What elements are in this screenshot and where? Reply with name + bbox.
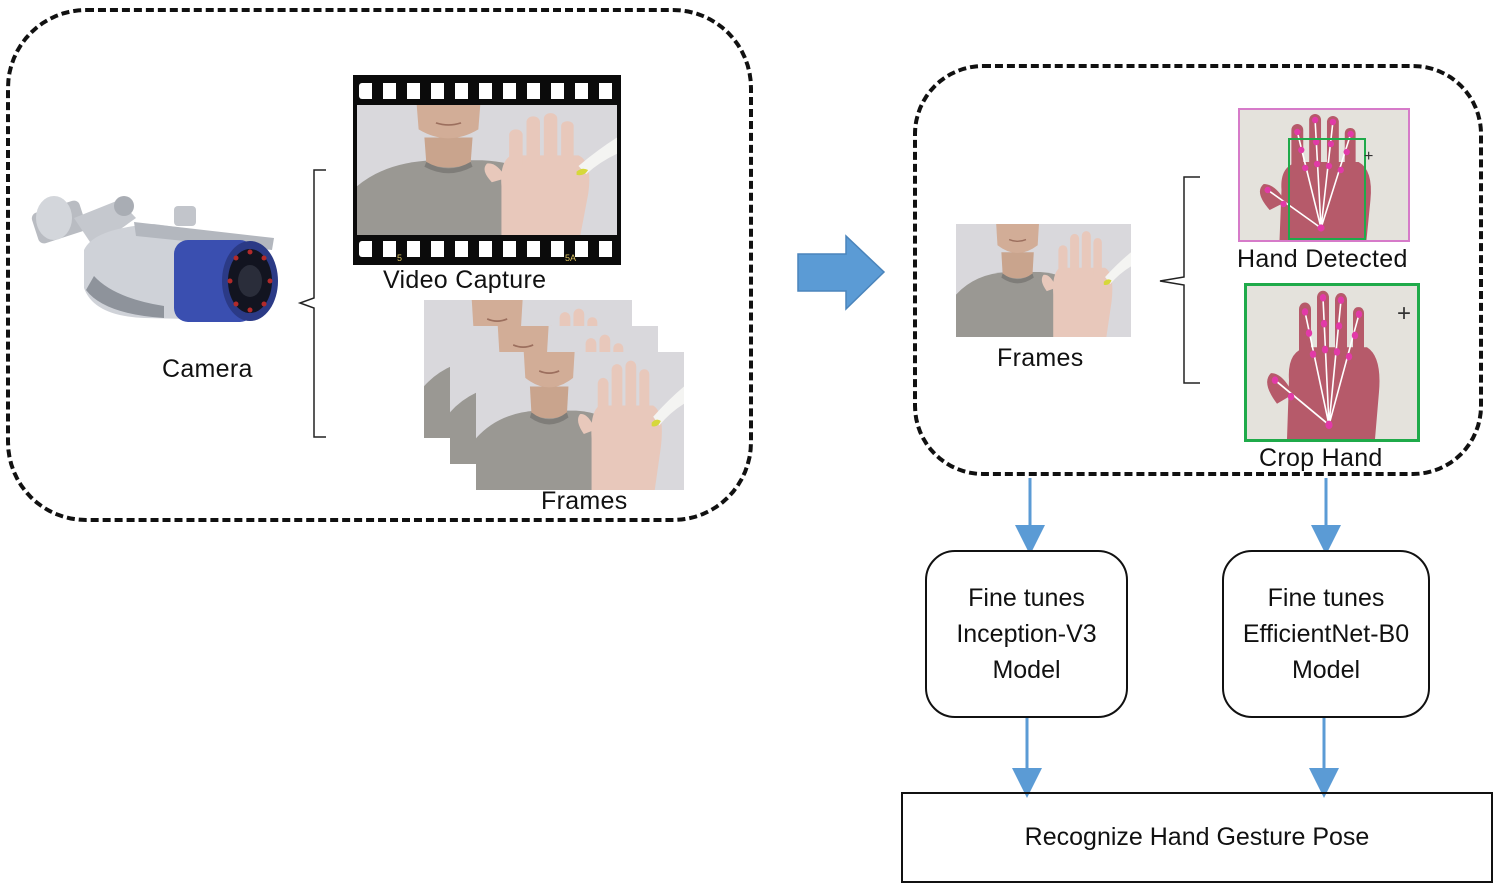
efficientnet-model-box: Fine tunes EfficientNet-B0 Model bbox=[1222, 550, 1430, 718]
camera-image bbox=[24, 178, 286, 348]
inception-line-2: Inception-V3 bbox=[956, 620, 1097, 648]
detection-stage-boundary bbox=[913, 64, 1483, 476]
camera-label: Camera bbox=[162, 355, 253, 383]
film-number-right: 5A bbox=[565, 253, 577, 263]
result-box: Recognize Hand Gesture Pose bbox=[901, 792, 1493, 883]
capture-stage-boundary bbox=[6, 8, 753, 522]
efficientnet-line-2: EfficientNet-B0 bbox=[1242, 620, 1410, 648]
crop-hand-image: + bbox=[1244, 283, 1420, 442]
crop-hand-label: Crop Hand bbox=[1259, 444, 1383, 472]
film-sprockets-bottom bbox=[359, 241, 615, 257]
hand-detected-label: Hand Detected bbox=[1237, 245, 1408, 273]
video-frame-image bbox=[357, 105, 617, 235]
efficientnet-line-3: Model bbox=[1291, 656, 1361, 684]
crosshair-icon: + bbox=[1364, 148, 1374, 165]
inception-line-3: Model bbox=[992, 656, 1061, 684]
capture-frames-label: Frames bbox=[541, 487, 628, 515]
frame-stack-front bbox=[476, 352, 684, 490]
film-sprockets-top bbox=[359, 83, 615, 99]
crosshair-icon: + bbox=[1397, 300, 1412, 327]
detection-frame-image bbox=[956, 224, 1131, 337]
inception-line-1: Fine tunes bbox=[968, 584, 1085, 612]
hand-detected-image: + bbox=[1238, 108, 1410, 242]
film-strip: 5 5A bbox=[353, 75, 621, 265]
video-capture-label: Video Capture bbox=[383, 266, 547, 294]
result-label: Recognize Hand Gesture Pose bbox=[1024, 823, 1370, 851]
detection-frames-label: Frames bbox=[997, 344, 1084, 372]
hand-bounding-box bbox=[1288, 138, 1366, 240]
efficientnet-line-1: Fine tunes bbox=[1267, 584, 1385, 612]
film-number-left: 5 bbox=[397, 253, 403, 263]
inception-model-box: Fine tunes Inception-V3 Model bbox=[925, 550, 1128, 718]
